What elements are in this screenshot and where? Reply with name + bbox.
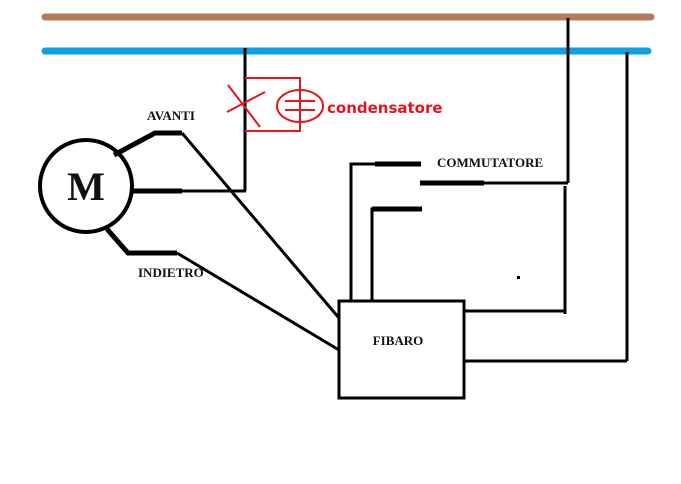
indietro-to-fibaro-wire <box>176 251 340 352</box>
fibaro-box <box>337 299 466 400</box>
fibaro-relay: FIBARO <box>337 299 466 400</box>
motor-indietro-lead <box>105 227 177 256</box>
avanti-label: AVANTI <box>147 108 195 123</box>
avanti-to-fibaro-wire <box>180 132 341 319</box>
capacitor-annotation: condensatore <box>226 77 443 132</box>
motor-avanti-lead <box>112 130 182 158</box>
indietro-label: INDIETRO <box>138 265 204 280</box>
commutatore-label: COMMUTATORE <box>437 155 543 170</box>
stray-dot <box>517 276 520 279</box>
capacitor-label: condensatore <box>327 99 443 117</box>
fibaro-label: FIBARO <box>373 333 424 348</box>
switch-contact-1 <box>349 162 375 301</box>
capacitor-symbol <box>276 89 324 123</box>
cross-out-icon <box>226 84 266 128</box>
motor-symbol <box>38 138 134 234</box>
commutatore-switch: COMMUTATORE <box>349 155 568 301</box>
motor: M <box>38 138 134 234</box>
switch-contact-2 <box>370 207 422 301</box>
capacitor-bracket <box>245 77 301 132</box>
motor-label: M <box>67 164 105 209</box>
